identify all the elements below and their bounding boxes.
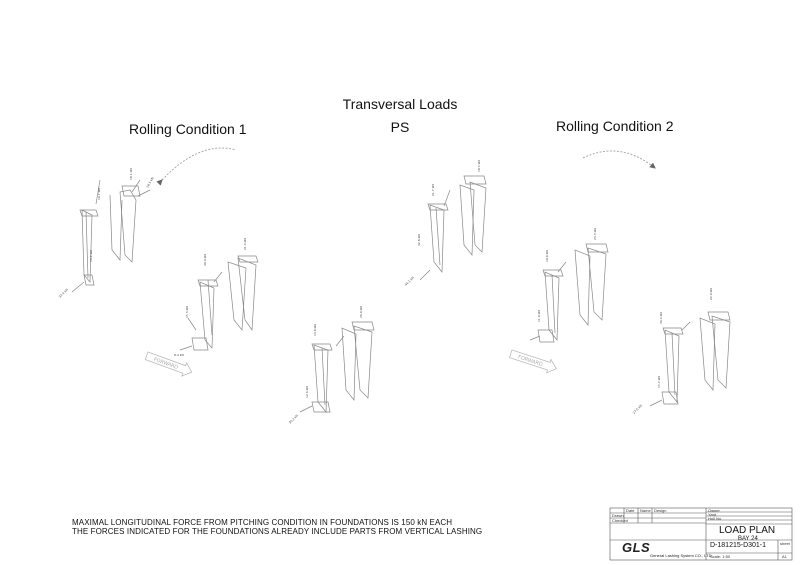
col-label-name: Name: [640, 508, 651, 513]
company-logo: GLS: [622, 540, 651, 555]
left-condition-heading: Rolling Condition 1: [129, 121, 247, 137]
lashing-assembly-left-upper: [71, 179, 151, 293]
svg-text:26.9 kN: 26.9 kN: [359, 306, 363, 318]
note-line-1: MAXIMAL LONGITUDINAL FORCE FROM PITCHING…: [72, 518, 453, 527]
lashing-assembly-left-lower: [179, 255, 259, 351]
svg-text:15.7 kN: 15.7 kN: [657, 376, 661, 388]
lashing-assembly-right-middle: [529, 243, 609, 343]
center-side-label: PS: [390, 119, 410, 135]
svg-text:23.3 kN: 23.3 kN: [593, 228, 597, 240]
rolling-arrow-right: [582, 150, 656, 169]
title-block-frame: [609, 507, 793, 561]
col-label-design: Design: [654, 508, 667, 513]
svg-text:21.7 kN: 21.7 kN: [431, 184, 435, 196]
rolling-arrow-left: [156, 147, 237, 186]
center-title: Transversal Loads: [342, 96, 458, 112]
svg-text:FORWARD: FORWARD: [517, 354, 543, 368]
row-label-drawn: Drawn: [612, 513, 624, 518]
lashing-assembly-center-upper: [419, 175, 487, 281]
svg-text:44.1 kN: 44.1 kN: [404, 276, 415, 287]
right-condition-heading: Rolling Condition 2: [556, 118, 674, 134]
svg-text:19.9 kN: 19.9 kN: [545, 250, 549, 262]
svg-text:15.3 kN: 15.3 kN: [185, 306, 189, 318]
yard-label: Yard: [708, 512, 717, 517]
svg-text:32.4 kN: 32.4 kN: [58, 288, 69, 299]
svg-text:16.2 kN: 16.2 kN: [89, 250, 93, 262]
sheet-label: sheet: [780, 541, 790, 546]
svg-text:18.1 kN: 18.1 kN: [129, 168, 133, 180]
svg-text:21.4 kN: 21.4 kN: [243, 238, 247, 250]
note-line-2: THE FORCES INDICATED FOR THE FOUNDATIONS…: [72, 527, 483, 536]
hull-label: Hull No.: [708, 516, 723, 521]
svg-text:40.0 kN: 40.0 kN: [203, 254, 207, 266]
svg-text:14.8 kN: 14.8 kN: [313, 324, 317, 336]
svg-text:32.8 kN: 32.8 kN: [417, 234, 421, 246]
svg-text:11.0 kN: 11.0 kN: [537, 310, 541, 322]
svg-text:30.2 kN: 30.2 kN: [288, 414, 299, 425]
lashing-assembly-center-lower: [299, 321, 375, 413]
owner-label: Owner: [708, 508, 720, 513]
svg-text:24.5 kN: 24.5 kN: [145, 176, 154, 188]
drawing-title: LOAD PLAN: [719, 525, 776, 536]
forward-arrow-right: FORWARD: [509, 349, 557, 374]
svg-text:18.5 kN: 18.5 kN: [477, 160, 481, 172]
col-label-date: Date: [626, 508, 635, 513]
lashing-assembly-right-lower: [649, 311, 731, 407]
svg-text:22.0 kN: 22.0 kN: [709, 288, 713, 300]
sheet-value: A1: [782, 554, 787, 559]
svg-text:27.5 kN: 27.5 kN: [632, 404, 643, 415]
svg-text:36.4 kN: 36.4 kN: [659, 312, 663, 324]
svg-text:10.7 kN: 10.7 kN: [97, 188, 101, 200]
row-label-checked: Checked: [612, 518, 628, 523]
svg-text:8.4 kN: 8.4 kN: [174, 353, 184, 357]
drawing-number: D-181215-D301-1: [710, 542, 767, 549]
svg-text:12.6 kN: 12.6 kN: [305, 386, 309, 398]
scale-label: Scale: 1:50: [710, 554, 731, 559]
forward-arrow-left: FORWARD: [144, 351, 193, 377]
company-name: General Lashing System CO., LTD.: [650, 553, 713, 558]
bay-label: BAY 24: [738, 536, 758, 542]
